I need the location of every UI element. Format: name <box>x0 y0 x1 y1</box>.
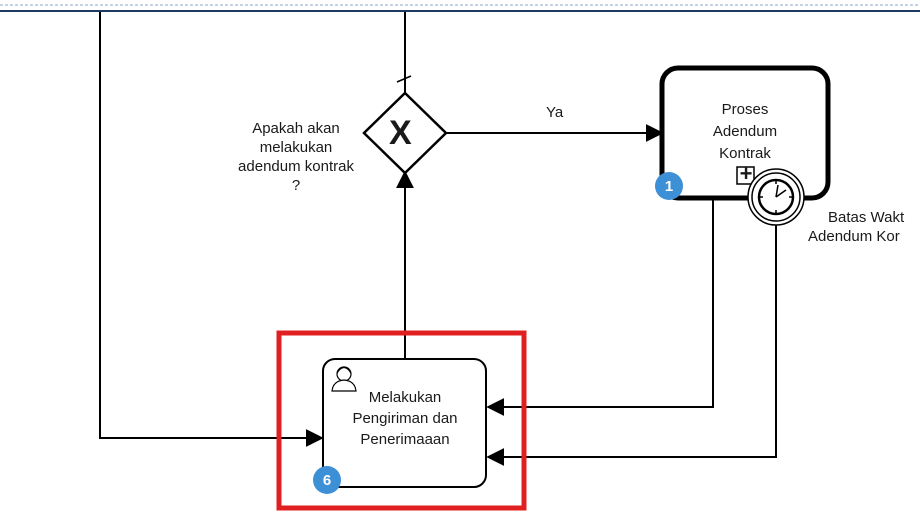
user-task-label-line-2: Pengiriman dan <box>352 410 458 427</box>
timer-event-label: Batas Wakt Adendum Kor <box>808 208 920 246</box>
subprocess-label-line-3: Kontrak <box>719 145 771 162</box>
user-task-label-line-1: Melakukan <box>368 389 442 406</box>
timer-label-line-2: Adendum Kor <box>808 228 900 245</box>
timer-boundary-event[interactable] <box>747 168 805 226</box>
user-task-label: Melakukan Pengiriman dan Penerimaaan <box>330 387 480 450</box>
gateway-x-symbol: X <box>389 114 412 152</box>
exclusive-gateway[interactable] <box>362 91 448 175</box>
expand-marker-icon[interactable] <box>736 166 755 185</box>
user-task-box[interactable] <box>322 358 487 488</box>
timer-label-line-1: Batas Wakt <box>828 209 905 226</box>
subprocess-task-box[interactable] <box>659 65 831 201</box>
lane-header <box>0 4 920 12</box>
loop-back-flow[interactable] <box>99 12 324 447</box>
subprocess-label-line-1: Proses <box>721 101 769 118</box>
expand-plus-symbol: + <box>739 161 753 186</box>
user-icon <box>331 366 357 392</box>
subprocess-return-flow[interactable] <box>486 199 714 416</box>
yes-flow-label: Ya <box>546 104 564 121</box>
gateway-question-label: Apakah akan melakukan adendum kontrak ? <box>218 119 374 195</box>
user-task-number-badge: 6 <box>313 466 341 494</box>
subprocess-number-badge: 1 <box>655 172 683 200</box>
gateway-question-line-1: Apakah akan <box>252 120 340 137</box>
gateway-question-line-2: melakukan <box>259 139 333 156</box>
selection-highlight <box>276 330 527 511</box>
user-task-label-line-3: Penerimaaan <box>360 431 450 448</box>
gateway-question-line-4: ? <box>291 177 301 194</box>
timer-return-flow[interactable] <box>486 225 777 466</box>
subprocess-label-line-2: Adendum <box>712 123 778 140</box>
gateway-question-line-3: adendum kontrak <box>238 158 354 175</box>
incoming-flow-to-gateway[interactable] <box>396 12 412 94</box>
clock-icon <box>757 178 795 216</box>
subprocess-task-label: Proses Adendum Kontrak <box>672 99 818 165</box>
